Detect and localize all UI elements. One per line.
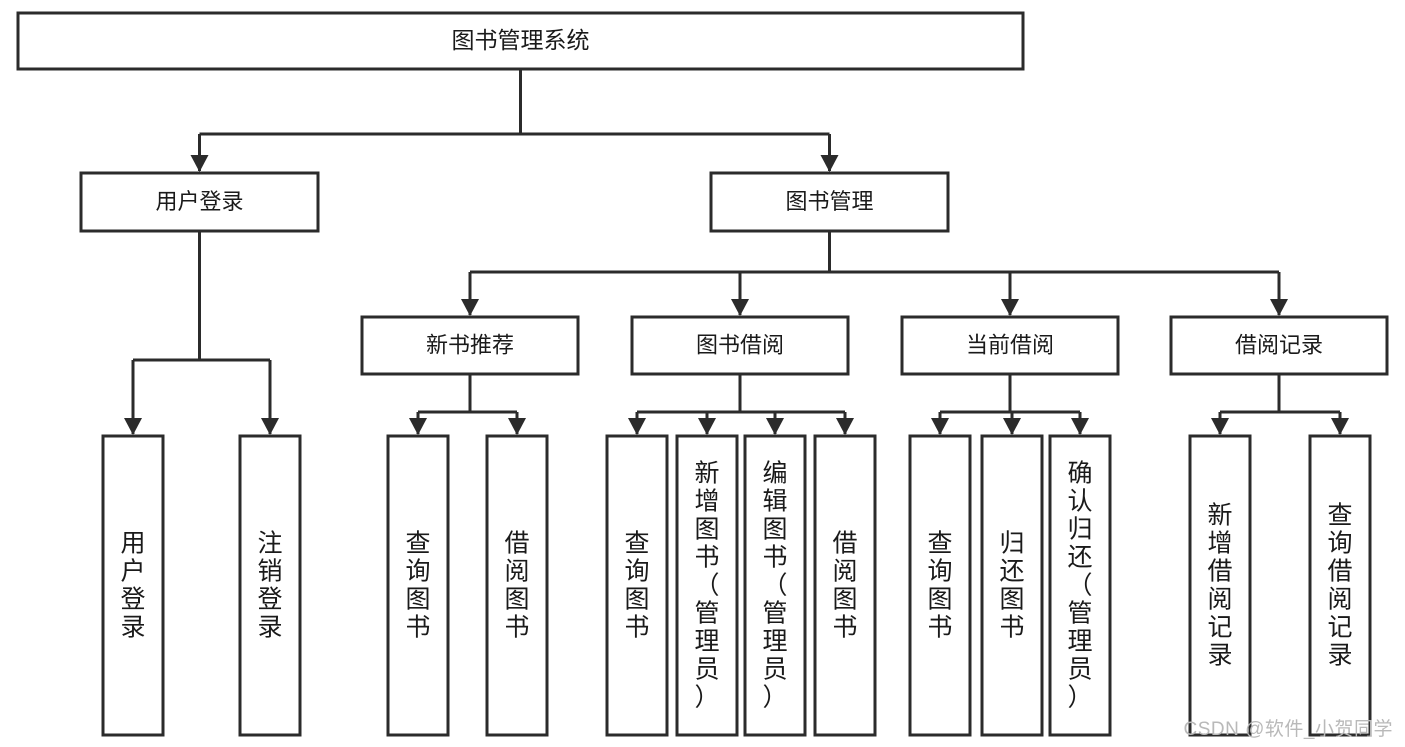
- node-boxes: 图书管理系统用户登录图书管理新书推荐图书借阅当前借阅借阅记录用户登录注销登录查询…: [16, 11, 1389, 737]
- node-label-current-borrow: 当前借阅: [966, 332, 1054, 357]
- node-box-leaf-user-login[interactable]: [101, 434, 165, 737]
- node-box-leaf-rec-borrow[interactable]: [485, 434, 549, 737]
- node-box-leaf-cur-query[interactable]: [908, 434, 972, 737]
- node-label-leaf-rec-borrow: 借阅图书: [504, 529, 529, 641]
- arrow-head-icon: [1071, 418, 1089, 435]
- arrow-head-icon: [1003, 418, 1021, 435]
- arrow-head-icon: [508, 418, 526, 435]
- node-leaf-borrow-lend[interactable]: 借阅图书: [813, 434, 877, 737]
- node-leaf-borrow-query[interactable]: 查询图书: [605, 434, 669, 737]
- node-label-leaf-cur-return: 归还图书: [999, 529, 1024, 641]
- node-box-root[interactable]: [16, 11, 1025, 71]
- arrow-head-icon: [698, 418, 716, 435]
- node-box-leaf-rec-query2[interactable]: [1308, 434, 1372, 737]
- arrow-head-icon: [190, 155, 209, 172]
- arrow-head-icon: [820, 155, 839, 172]
- node-box-leaf-rec-add[interactable]: [1188, 434, 1252, 737]
- node-current-borrow[interactable]: 当前借阅: [900, 315, 1120, 376]
- node-user-login[interactable]: 用户登录: [79, 171, 320, 233]
- node-box-user-login[interactable]: [79, 171, 320, 233]
- node-box-book-manage[interactable]: [709, 171, 950, 233]
- arrow-head-icon: [1270, 299, 1288, 316]
- node-label-book-borrow: 图书借阅: [696, 332, 784, 357]
- node-label-leaf-rec-query: 查询图书: [405, 529, 430, 641]
- node-label-new-book-rec: 新书推荐: [426, 332, 514, 357]
- arrow-head-icon: [836, 418, 854, 435]
- node-leaf-user-logout[interactable]: 注销登录: [238, 434, 302, 737]
- node-box-leaf-borrow-edit[interactable]: [743, 434, 807, 737]
- node-label-leaf-borrow-add: 新增图书（管理员）: [694, 459, 719, 711]
- node-leaf-rec-query2[interactable]: 查询借阅记录: [1308, 434, 1372, 737]
- arrow-head-icon: [731, 299, 749, 316]
- arrow-head-icon: [628, 418, 646, 435]
- node-leaf-borrow-edit[interactable]: 编辑图书（管理员）: [743, 434, 807, 737]
- node-label-leaf-borrow-edit: 编辑图书（管理员）: [762, 459, 787, 711]
- node-box-leaf-cur-return[interactable]: [980, 434, 1044, 737]
- node-new-book-rec[interactable]: 新书推荐: [360, 315, 580, 376]
- arrow-head-icon: [261, 418, 279, 435]
- arrow-head-icon: [1331, 418, 1349, 435]
- node-label-leaf-borrow-lend: 借阅图书: [832, 529, 857, 641]
- node-box-leaf-borrow-lend[interactable]: [813, 434, 877, 737]
- node-label-book-manage: 图书管理: [785, 189, 873, 214]
- node-label-leaf-borrow-query: 查询图书: [624, 529, 649, 641]
- arrow-head-icon: [766, 418, 784, 435]
- arrow-head-icon: [1001, 299, 1019, 316]
- node-box-leaf-rec-query[interactable]: [386, 434, 450, 737]
- node-root[interactable]: 图书管理系统: [16, 11, 1025, 71]
- node-label-leaf-cur-query: 查询图书: [927, 529, 952, 641]
- arrow-head-icon: [931, 418, 949, 435]
- node-label-leaf-cur-confirm: 确认归还（管理员）: [1067, 459, 1092, 711]
- arrow-head-icon: [124, 418, 142, 435]
- arrow-head-icon: [461, 299, 479, 316]
- node-leaf-cur-query[interactable]: 查询图书: [908, 434, 972, 737]
- node-box-leaf-borrow-add[interactable]: [675, 434, 739, 737]
- node-box-new-book-rec[interactable]: [360, 315, 580, 376]
- node-box-borrow-record[interactable]: [1169, 315, 1389, 376]
- node-label-leaf-user-login: 用户登录: [120, 529, 145, 641]
- arrow-head-icon: [1211, 418, 1229, 435]
- node-box-book-borrow[interactable]: [630, 315, 850, 376]
- node-book-manage[interactable]: 图书管理: [709, 171, 950, 233]
- arrow-head-icon: [409, 418, 427, 435]
- node-label-root: 图书管理系统: [452, 27, 590, 53]
- node-label-borrow-record: 借阅记录: [1235, 332, 1323, 357]
- node-box-leaf-user-logout[interactable]: [238, 434, 302, 737]
- node-box-leaf-borrow-query[interactable]: [605, 434, 669, 737]
- node-leaf-rec-add[interactable]: 新增借阅记录: [1188, 434, 1252, 737]
- node-book-borrow[interactable]: 图书借阅: [630, 315, 850, 376]
- connector-edges: [124, 69, 1349, 435]
- node-borrow-record[interactable]: 借阅记录: [1169, 315, 1389, 376]
- node-leaf-cur-confirm[interactable]: 确认归还（管理员）: [1048, 434, 1112, 737]
- node-label-leaf-rec-query2: 查询借阅记录: [1327, 501, 1352, 669]
- node-label-leaf-user-logout: 注销登录: [257, 529, 282, 641]
- node-box-current-borrow[interactable]: [900, 315, 1120, 376]
- node-leaf-rec-query[interactable]: 查询图书: [386, 434, 450, 737]
- node-leaf-rec-borrow[interactable]: 借阅图书: [485, 434, 549, 737]
- node-label-user-login: 用户登录: [155, 189, 243, 214]
- node-box-leaf-cur-confirm[interactable]: [1048, 434, 1112, 737]
- node-leaf-borrow-add[interactable]: 新增图书（管理员）: [675, 434, 739, 737]
- node-leaf-user-login[interactable]: 用户登录: [101, 434, 165, 737]
- node-label-leaf-rec-add: 新增借阅记录: [1207, 501, 1232, 669]
- node-leaf-cur-return[interactable]: 归还图书: [980, 434, 1044, 737]
